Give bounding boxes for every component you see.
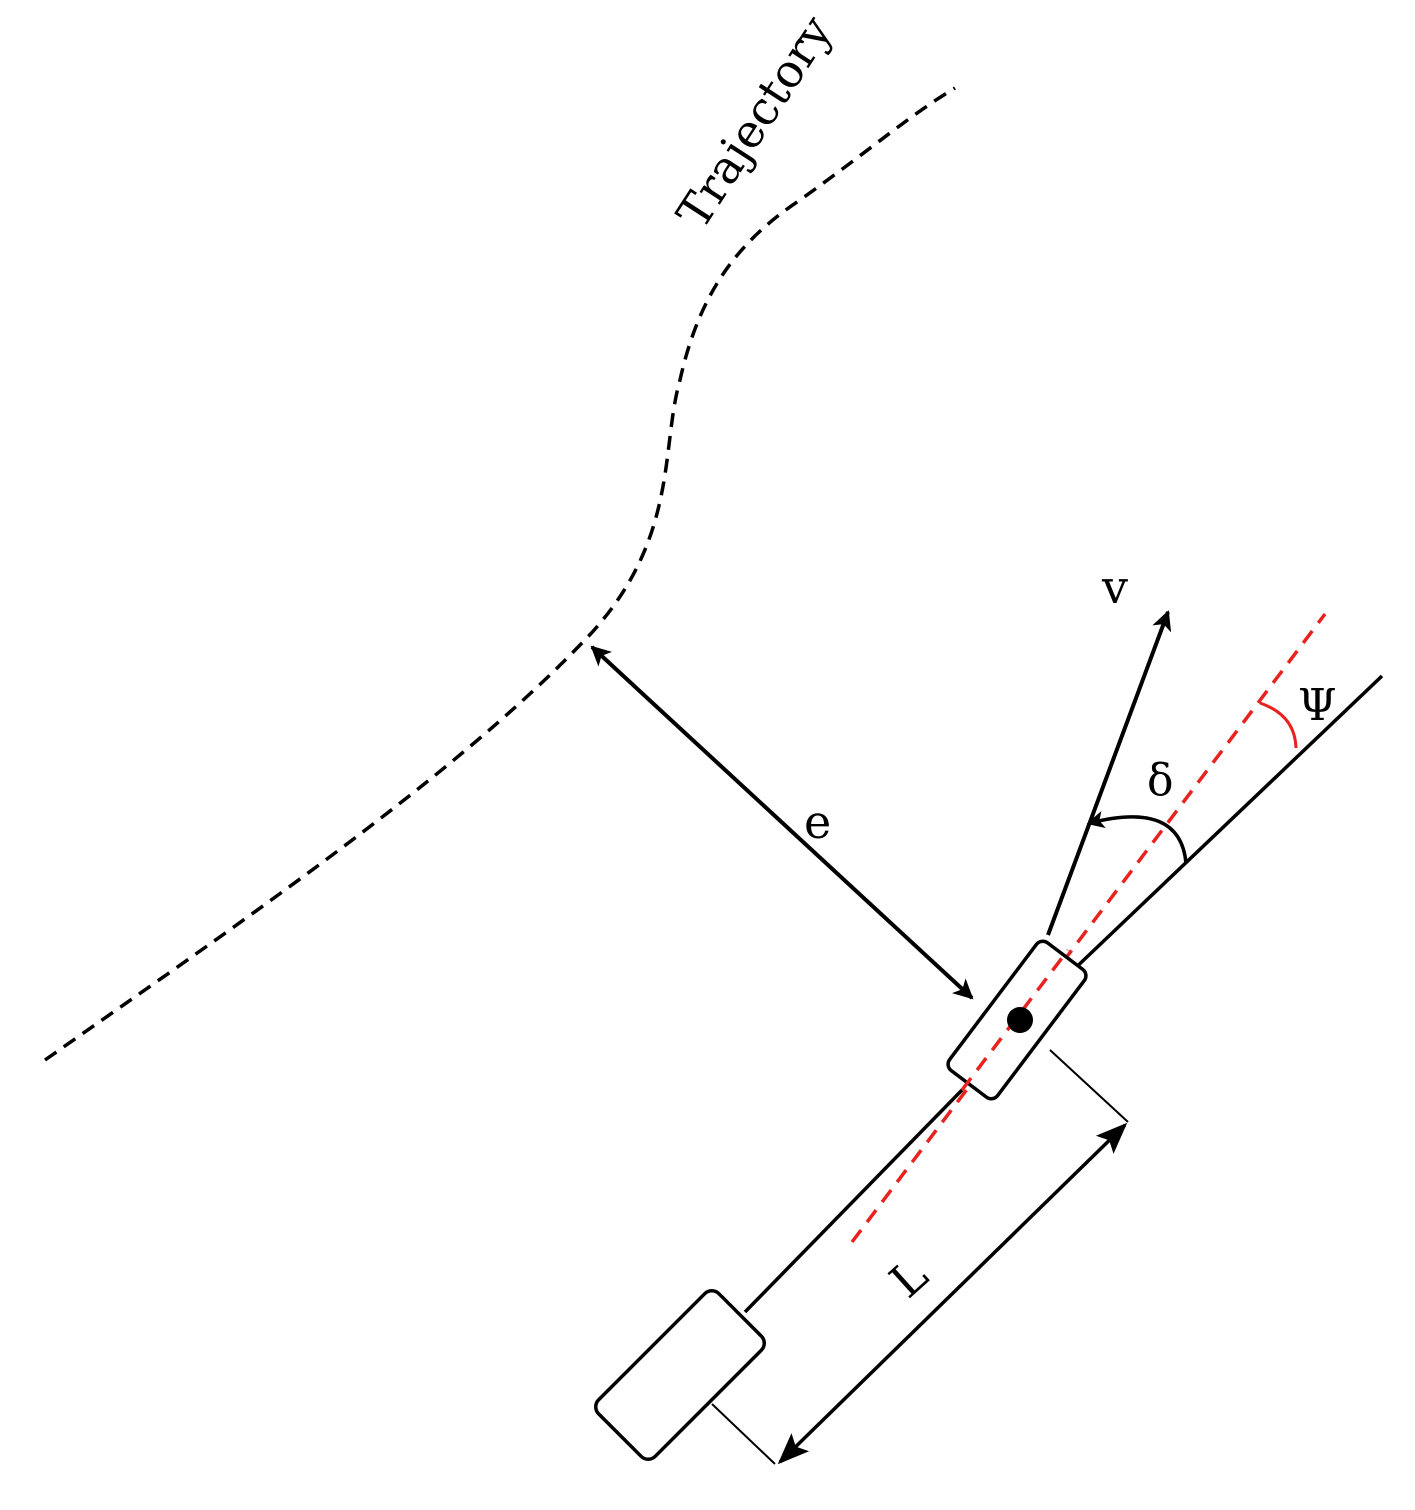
wheelbase-extension-front [1049, 1049, 1129, 1123]
heading-error-arc [1259, 701, 1298, 749]
front-axle-point [1007, 1007, 1033, 1033]
rear-wheel [594, 1289, 766, 1461]
trajectory-path [43, 86, 956, 1062]
wheelbase-extension-rear [711, 1403, 776, 1465]
trajectory-label: Trajectory [666, 6, 843, 238]
cross-track-error-label: e [804, 795, 831, 849]
velocity-vector [1046, 610, 1172, 936]
steering-angle-arc [1086, 811, 1188, 864]
wheelbase-dimension-arrow [777, 1122, 1128, 1465]
heading-error-label: Ψ [1298, 680, 1337, 731]
wheelbase-label: L [879, 1248, 938, 1309]
velocity-label: v [1101, 560, 1128, 614]
cross-track-error-arrow [590, 645, 974, 1000]
steering-angle-label: δ [1147, 755, 1174, 806]
reference-tangent-line [850, 612, 1327, 1244]
heading-line [1066, 674, 1384, 977]
